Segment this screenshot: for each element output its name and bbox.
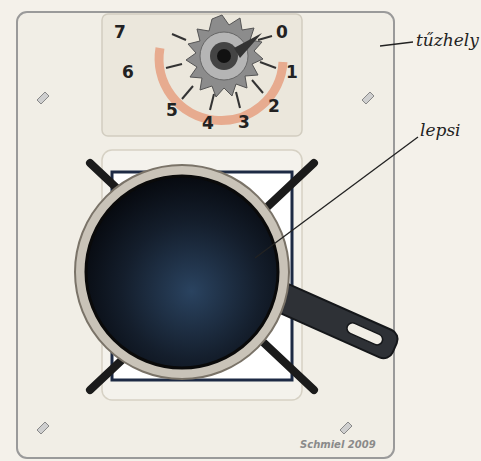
stove-board (17, 12, 394, 458)
dial-panel (102, 14, 302, 136)
knob-center (217, 49, 231, 63)
dial-number: 1 (286, 64, 298, 81)
screws (37, 92, 374, 434)
dial-number: 6 (122, 64, 134, 81)
knob-hub (210, 42, 238, 70)
dial-knob (186, 15, 263, 97)
knob-pointer (234, 33, 262, 58)
part-name: tűzhely (416, 32, 479, 49)
dial-number: 2 (268, 98, 280, 115)
leader-line (255, 137, 418, 258)
dial-number: 3 (238, 114, 250, 131)
dial-number: 0 (276, 24, 288, 41)
part-name: lepsi (420, 122, 461, 139)
dial-number: 7 (114, 24, 126, 41)
dial-number: 5 (166, 102, 178, 119)
pan-body (86, 176, 278, 368)
signature: Schmiel 2009 (300, 440, 376, 450)
leader-line (380, 42, 413, 46)
pan-rim (75, 165, 289, 379)
dial-number: 4 (202, 115, 214, 132)
